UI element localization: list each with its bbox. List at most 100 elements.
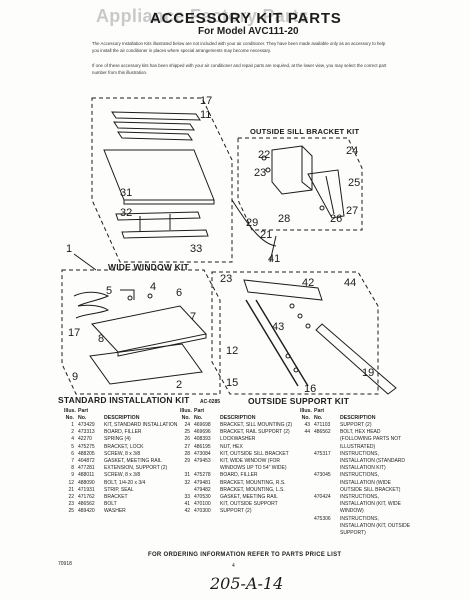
illus-number: 7 [71, 458, 74, 465]
callout-8: 8 [98, 333, 104, 345]
part-number: 479453 [194, 458, 211, 465]
illus-number: 23 [68, 501, 74, 508]
part-number: 479482 [194, 486, 211, 493]
illus-number: 43 [304, 422, 310, 428]
illus-number: 33 [184, 494, 190, 501]
callout-2: 2 [176, 379, 182, 391]
bracket-32 [115, 211, 201, 221]
header-description: DESCRIPTION [220, 415, 256, 421]
part-number: 473429 [78, 422, 95, 428]
standard-kit-code: AC-0285 [200, 399, 221, 405]
illus-number: 6 [71, 450, 74, 457]
part-description: BOARD, FILLER [220, 472, 258, 479]
part-description: SUPPORT (2) [340, 422, 372, 428]
illus-number: 41 [184, 501, 190, 508]
part-description: BRACKET, RAIL SUPPORT (2) [220, 429, 290, 436]
mounting-bracket-17 [111, 111, 201, 121]
callout-12: 12 [226, 345, 238, 357]
part-description: STRIP, SEAL [104, 486, 134, 493]
header-illus: Illus. [180, 408, 192, 414]
part-description: (FOLLOWING PARTS NOT ILLUSTRATED) [340, 436, 402, 450]
part-number: 475275 [78, 443, 95, 450]
part-description: SCREW, 8 x 3/8 [104, 472, 141, 479]
table-row: 27 486195 NUT, HEX [180, 444, 298, 451]
wide-window-kit-outline [91, 97, 233, 263]
header-part: Part [314, 408, 325, 414]
illus-number: 44 [304, 429, 310, 436]
outside-support-kit-outline [211, 271, 379, 395]
illus-number [300, 436, 314, 450]
outside-support-kit-title: OUTSIDE SUPPORT KIT [248, 396, 350, 406]
header-part-no: No. [314, 415, 323, 421]
part-number: 471931 [78, 486, 95, 493]
callout-11: 11 [200, 109, 211, 121]
callout-26: 26 [330, 213, 342, 225]
illus-number: 5 [71, 443, 74, 450]
header-part-no: No. [194, 415, 203, 421]
outside-sill-kit-title: OUTSIDE SILL BRACKET KIT [250, 127, 360, 136]
table-row: 473045 INSTRUCTIONS, INSTALLATION (WIDE O… [300, 472, 412, 494]
part-number: 42270 [78, 436, 92, 443]
part-number: 473045 [314, 472, 331, 479]
header-no: No. [65, 415, 74, 421]
part-description: GASKET, MEETING RAIL [104, 458, 162, 465]
callout-44: 44 [344, 277, 356, 289]
callout-9: 9 [72, 371, 78, 383]
part-number: 470300 [194, 508, 211, 515]
part-number: 486195 [194, 443, 211, 450]
part-description: INSTRUCTIONS, INSTALLATION (KIT, WIDE WI… [340, 494, 401, 515]
header-part-no: No. [78, 415, 87, 421]
part-description: NUT, HEX [220, 443, 243, 450]
illus-number: 1 [71, 422, 74, 428]
header-description: DESCRIPTION [104, 415, 140, 421]
part-description: BOARD, FILLER [104, 429, 142, 436]
callout-32: 32 [120, 207, 132, 219]
part-number: 488011 [78, 472, 95, 479]
callout-28: 28 [278, 213, 290, 225]
callout-31: 31 [120, 187, 132, 199]
part-description: LOCKWASHER [220, 436, 256, 443]
page-title: ACCESSORY KIT PARTS [150, 10, 342, 27]
part-description: BOLT, 1/4-20 x 3/4 [104, 479, 146, 486]
header-no: No. [301, 415, 310, 421]
illus-number: 12 [68, 479, 74, 486]
part-description: BRACKET, LOCK [104, 443, 144, 450]
part-description: KIT, OUTSIDE SUPPORT [220, 501, 278, 508]
part-description: SPRING (4) [104, 436, 131, 443]
part-number: 473084 [194, 450, 211, 457]
gasket-33 [121, 229, 209, 239]
illus-number: 26 [184, 436, 190, 443]
illus-number [300, 494, 314, 516]
part-number: 470100 [194, 501, 211, 508]
callout-42: 42 [302, 277, 314, 289]
support-19 [315, 323, 397, 395]
callout-19: 19 [362, 367, 374, 379]
callout-33: 33 [190, 243, 202, 255]
illus-number: 8 [71, 465, 74, 472]
part-number: 477281 [78, 465, 95, 472]
callout-21: 21 [260, 229, 272, 241]
part-description: SCREW, 8 x 3/8 [104, 450, 141, 457]
illus-number: 27 [184, 443, 190, 450]
callout-27: 27 [346, 205, 358, 217]
part-number: 488205 [78, 450, 95, 457]
ordering-note: FOR ORDERING INFORMATION REFER TO PARTS … [148, 552, 342, 558]
part-description: INSTRUCTIONS, INSTALLATION (WIDE OUTSIDE… [340, 472, 401, 493]
